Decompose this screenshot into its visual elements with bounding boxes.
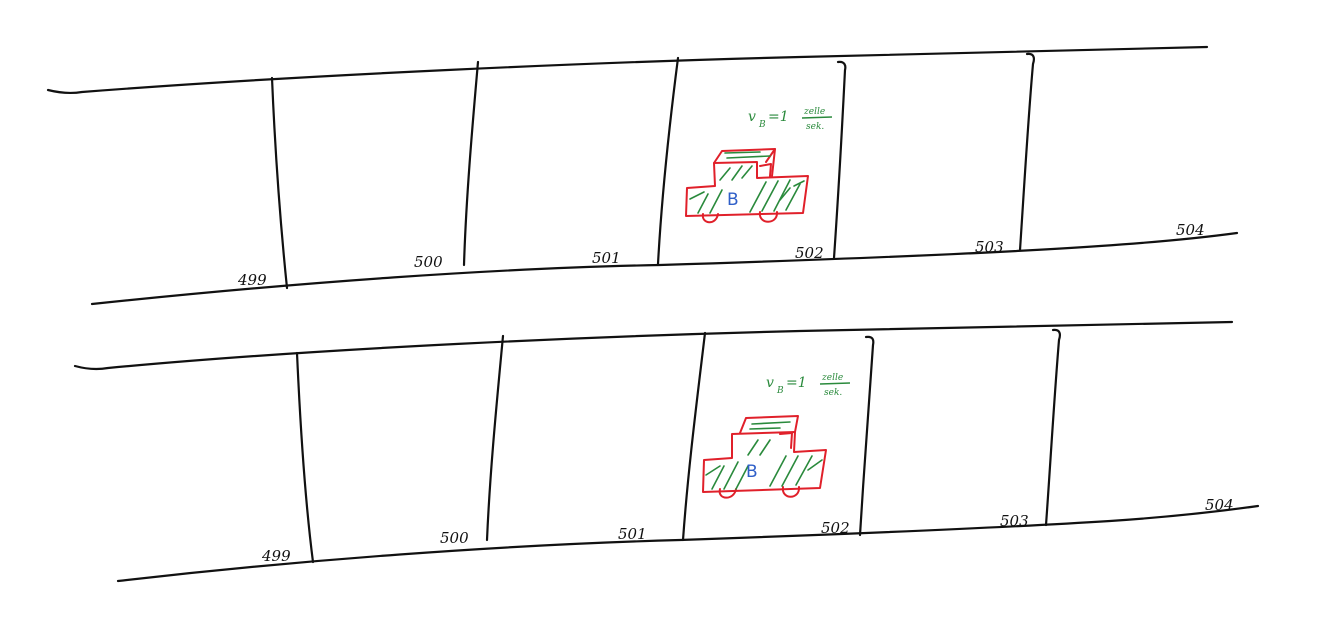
- cell-label: 502: [821, 519, 850, 537]
- car-body-outline: [702, 431, 827, 493]
- cell-separator: [832, 60, 847, 260]
- car-cabin-outline: [739, 415, 799, 434]
- car-hatching: [705, 421, 823, 490]
- cell-label: 502: [795, 244, 824, 262]
- cell-label: 500: [414, 253, 443, 271]
- cell-label: 501: [618, 525, 647, 543]
- road-top-edge: [73, 320, 1234, 371]
- car-b: B: [685, 148, 809, 224]
- car-cabin-line: [771, 148, 776, 177]
- road-row-2: 499 500 501 502 503 504 B v B =1: [73, 320, 1260, 583]
- cell-separator: [485, 334, 505, 542]
- speed-prefix: v: [748, 109, 756, 125]
- car-wheel: [701, 213, 719, 224]
- car-wheel: [758, 211, 779, 223]
- cell-label: 501: [592, 249, 621, 267]
- cell-label: 504: [1176, 221, 1205, 239]
- road-bottom-edge: [116, 504, 1260, 583]
- speed-unit-top: zelle: [803, 107, 825, 117]
- speed-value: =1: [786, 375, 807, 391]
- cell-separator: [462, 60, 480, 267]
- speed-subscript: B: [758, 120, 766, 130]
- speed-unit-top: zelle: [821, 373, 843, 383]
- car-hatching: [689, 151, 805, 214]
- cell-label: 500: [440, 529, 469, 547]
- road-top-edge: [46, 45, 1209, 95]
- cell-separator: [295, 351, 315, 564]
- speed-annotation: v B =1 zelle sek.: [766, 373, 851, 398]
- car-b: B: [702, 415, 827, 499]
- car-wheel: [718, 488, 737, 499]
- cell-label: 503: [1000, 512, 1029, 530]
- car-wheel: [781, 486, 801, 498]
- road-bottom-edge: [90, 231, 1239, 306]
- car-letter: B: [746, 462, 758, 482]
- cell-label: 499: [237, 271, 267, 289]
- speed-prefix: v: [766, 375, 774, 391]
- speed-unit-bottom: sek.: [824, 388, 842, 398]
- cell-separator: [681, 331, 707, 542]
- fraction-bar: [801, 116, 833, 119]
- cell-label: 499: [261, 547, 291, 565]
- car-window: [759, 163, 772, 177]
- fraction-bar: [819, 382, 851, 385]
- speed-annotation: v B =1 zelle sek.: [748, 107, 833, 132]
- speed-unit-bottom: sek.: [806, 122, 824, 132]
- cell-separator: [1044, 328, 1061, 527]
- car-window: [779, 432, 793, 449]
- cell-separator: [1018, 52, 1035, 252]
- cell-separator: [656, 56, 680, 266]
- road-row-1: 499 500 501 502 503 504 B: [46, 45, 1239, 306]
- cell-separator: [858, 335, 875, 537]
- car-letter: B: [727, 190, 739, 210]
- car-body-outline: [685, 161, 809, 217]
- cell-label: 504: [1205, 496, 1234, 514]
- speed-value: =1: [768, 109, 789, 125]
- cell-label: 503: [975, 238, 1004, 256]
- cell-separator: [270, 76, 289, 290]
- speed-subscript: B: [776, 386, 784, 396]
